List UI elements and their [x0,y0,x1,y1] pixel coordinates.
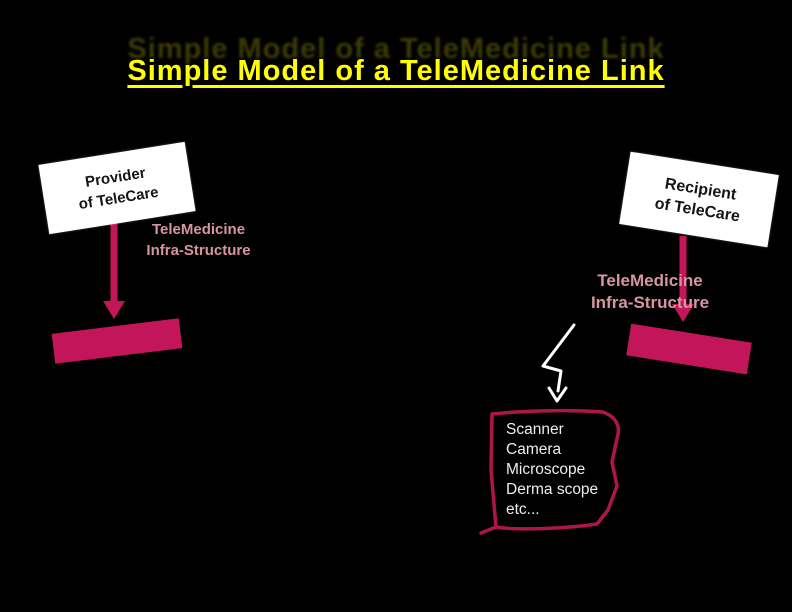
device-item: Derma scope [506,481,599,498]
infra-bar-left [51,318,183,364]
down-arrow-left-icon [103,222,125,319]
device-item: Microscope [506,461,586,478]
devices-list: Scanner Camera Microscope Derma scope et… [506,420,598,520]
infra-label-right: TeleMedicine Infra-Structure [572,270,728,314]
zigzag-arrow-icon [541,323,576,403]
device-item: etc... [506,501,540,518]
infra-label-left: TeleMedicine Infra-Structure [121,219,276,261]
device-item: Camera [506,441,562,458]
infra-label-right-line1: TeleMedicine [597,271,703,290]
infra-bar-right [626,323,752,375]
infra-label-left-line2: Infra-Structure [146,242,251,259]
infra-label-left-line1: TeleMedicine [151,221,246,238]
title-ghost-text: Simple Model of a TeleMedicine Link [127,33,665,65]
device-item: Scanner [506,421,564,438]
down-arrow-right-icon [672,236,694,322]
page-title: Simple Model of a TeleMedicine Link [127,55,665,87]
infra-label-right-line2: Infra-Structure [590,293,710,312]
devices-box-outline [479,408,621,535]
